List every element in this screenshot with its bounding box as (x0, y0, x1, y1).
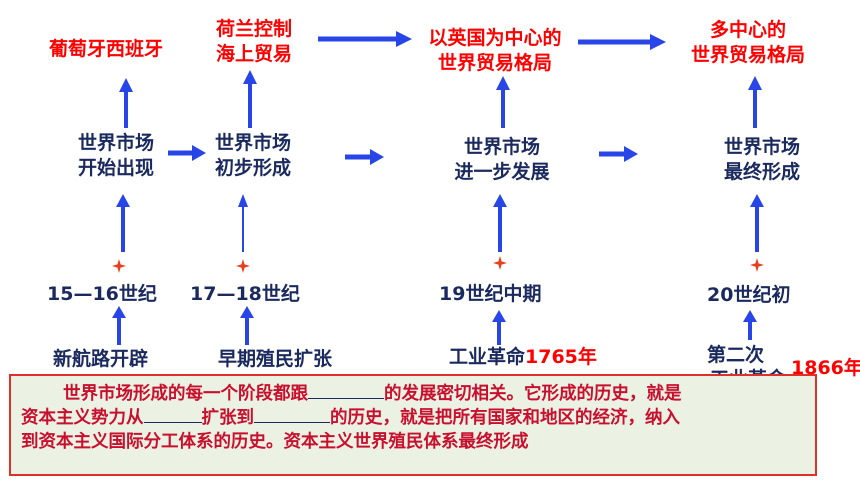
cause-1: 新航路开辟 (53, 348, 149, 370)
cause-3: 工业革命1765年 (449, 345, 597, 370)
label-multi-center: 多中心的 世界贸易格局 (673, 18, 823, 68)
spark-icon (493, 256, 507, 270)
period-3: 19世纪中期 (439, 283, 542, 305)
note-line-3: 到资本主义国际分工体系的历史。资本主义世界殖民体系最终形成 (21, 432, 529, 452)
spark-icon (750, 258, 764, 272)
label-britain-line1: 以英国为中心的 (428, 27, 562, 49)
cause-4-line1: 第二次 (707, 344, 765, 366)
label-netherlands-line1: 荷兰控制 (215, 18, 292, 40)
stage-4-line2: 最终形成 (723, 161, 800, 183)
stage-1: 世界市场 开始出现 (66, 131, 166, 181)
label-britain-center: 以英国为中心的 世界贸易格局 (415, 26, 575, 76)
stage-1-line1: 世界市场 (77, 132, 154, 154)
note-text: 扩张到 (201, 408, 255, 428)
up-arrow-group-lower (112, 306, 757, 345)
label-multi-line1: 多中心的 (709, 19, 786, 41)
label-netherlands-line2: 海上贸易 (215, 43, 292, 65)
stage-3-line1: 世界市场 (463, 136, 540, 158)
spark-icon (236, 259, 250, 273)
note-line-2: 资本主义势力从 扩张到 的历史，就是把所有国家和地区的经济，纳入 (21, 406, 807, 430)
spark-icon (112, 259, 126, 273)
stage-1-line2: 开始出现 (77, 157, 154, 179)
fill-blank[interactable] (308, 382, 384, 399)
stage-2-line2: 初步形成 (214, 157, 291, 179)
cause-3-label: 工业革命 (449, 346, 526, 368)
label-multi-line2: 世界贸易格局 (690, 44, 805, 66)
stage-4: 世界市场 最终形成 (707, 135, 817, 185)
summary-note-box: 世界市场形成的每一个阶段都跟 的发展密切相关。它形成的历史，就是 资本主义势力从 扩… (9, 374, 817, 476)
up-arrow-group-upper (119, 70, 762, 128)
stage-3: 世界市场 进一步发展 (432, 135, 572, 185)
cause-3-year: 1765年 (525, 346, 597, 368)
cause-2: 早期殖民扩张 (218, 348, 333, 370)
label-netherlands: 荷兰控制 海上贸易 (208, 17, 300, 67)
stage-2: 世界市场 初步形成 (203, 131, 303, 181)
note-line-1: 世界市场形成的每一个阶段都跟 的发展密切相关。它形成的历史，就是 (21, 382, 807, 406)
label-britain-line2: 世界贸易格局 (437, 52, 552, 74)
stage-4-line1: 世界市场 (723, 136, 800, 158)
fill-blank[interactable] (143, 406, 202, 423)
right-arrow-group (168, 31, 666, 165)
stage-3-line2: 进一步发展 (454, 161, 550, 183)
note-text: 资本主义势力从 (21, 408, 144, 428)
label-portugal-spain: 葡萄牙西班牙 (49, 38, 164, 60)
note-text: 的发展密切相关。它形成的历史，就是 (384, 384, 682, 404)
period-4: 20世纪初 (707, 284, 791, 306)
period-2: 17—18世纪 (190, 283, 300, 305)
stage-2-line1: 世界市场 (214, 132, 291, 154)
fill-blank[interactable] (254, 406, 330, 423)
period-1: 15—16世纪 (47, 283, 157, 305)
cause-4-year: 1866年 (791, 357, 860, 379)
note-text: 的历史，就是把所有国家和地区的经济，纳入 (330, 408, 680, 428)
up-arrow-group-middle (116, 194, 764, 252)
note-text: 世界市场形成的每一个阶段都跟 (63, 384, 308, 404)
